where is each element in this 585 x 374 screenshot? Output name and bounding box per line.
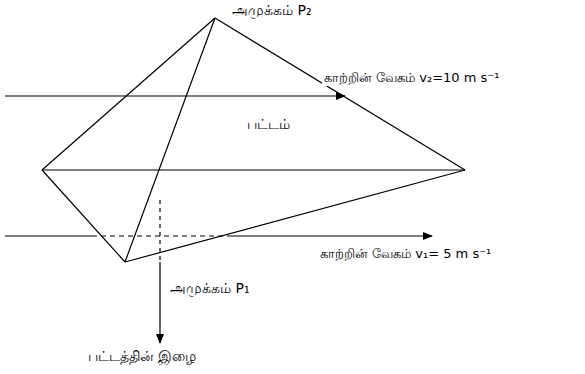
kite-edge [42, 18, 215, 170]
kite-edge [42, 169, 465, 170]
wind-speed-label: காற்றின் வேகம் v₂=10 m s⁻¹ [322, 70, 501, 86]
string-label: பட்டத்தின் இழை [86, 348, 198, 365]
kite-edge [125, 18, 215, 262]
wind-arrow [228, 235, 432, 236]
kite-outline [40, 16, 470, 266]
pressure-label: அமுக்கம் P₂ [230, 2, 314, 19]
kite-string [159, 262, 160, 343]
wind-arrow [5, 235, 92, 236]
kite-edge [42, 170, 125, 262]
kite-shape: பட்டம் [40, 16, 470, 266]
wind-speed-label: காற்றின் வேகம் v₁= 5 m s⁻¹ [318, 246, 493, 262]
kite-label: பட்டம் [245, 116, 292, 134]
kite-edge [215, 18, 465, 170]
pressure-label: அமுக்கம் P₁ [168, 280, 252, 297]
wind-arrow [5, 95, 345, 96]
